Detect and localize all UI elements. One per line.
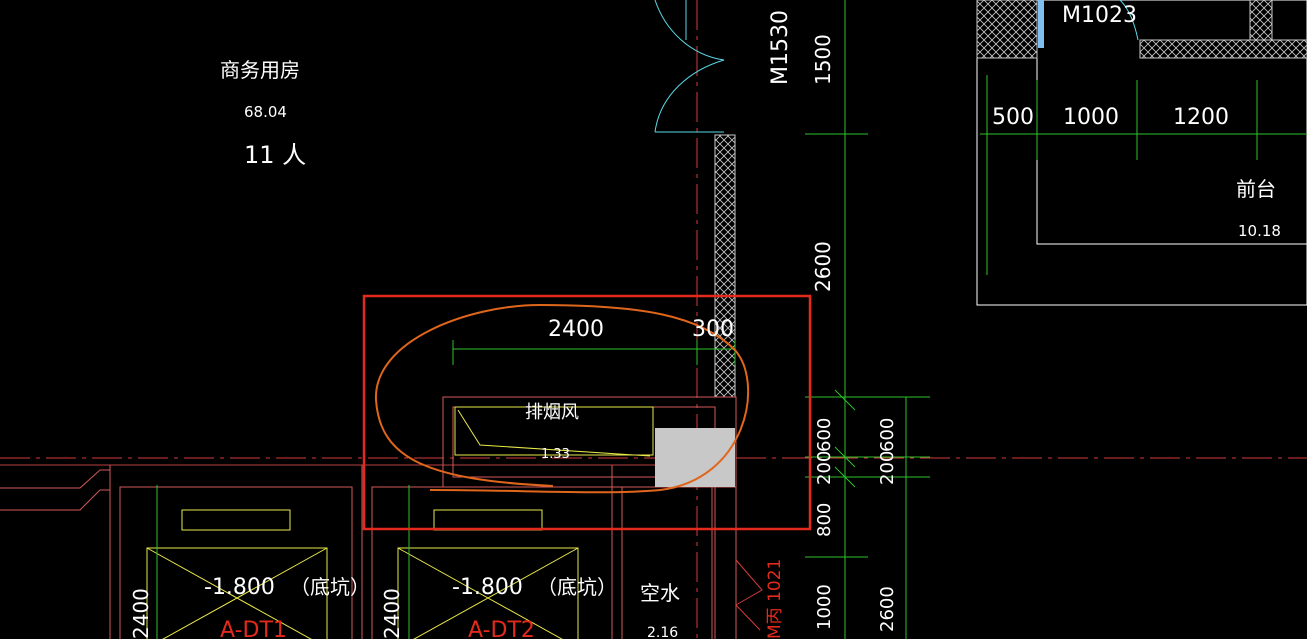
pit1-note: （底坑） xyxy=(290,575,370,599)
room-small-area: 2.16 xyxy=(647,625,678,639)
room-business-people: 11 人 xyxy=(244,141,306,169)
highlight-ellipse xyxy=(374,303,750,494)
shaft-yellow xyxy=(454,406,654,457)
dim-col2-2600: 2600 xyxy=(877,586,898,632)
shaft-gray-column xyxy=(655,428,735,487)
room-front-area: 10.18 xyxy=(1238,222,1281,240)
pit2-dim: 2400 xyxy=(380,588,404,639)
door-label-bottom: M丙 1021 xyxy=(765,559,785,639)
pit2-level: -1.800 xyxy=(452,575,523,600)
dim-col1-800: 800 xyxy=(814,503,835,537)
shaft-dim-300: 300 xyxy=(692,317,734,342)
pit1-tag: A-DT1 xyxy=(220,618,287,639)
dim-col1-600: 600 xyxy=(814,418,835,452)
dim-col2-600: 600 xyxy=(877,418,898,452)
right-dims xyxy=(805,0,930,639)
pit1-dim: 2400 xyxy=(129,588,153,639)
front-room-outline xyxy=(976,0,1307,306)
door-label-m1023: M1023 xyxy=(1062,3,1137,28)
shaft-dims xyxy=(452,340,736,365)
door-swing-m1530 xyxy=(654,0,725,133)
dim-col1-200: 200 xyxy=(814,451,835,485)
room-business-area: 68.04 xyxy=(244,103,287,121)
shaft-dim-2400: 2400 xyxy=(548,317,604,342)
shaft-name: 排烟风 xyxy=(525,402,579,423)
dim-col2-200: 200 xyxy=(877,451,898,485)
room-business-name: 商务用房 xyxy=(220,58,300,82)
pit2-note: （底坑） xyxy=(537,575,617,599)
room-small-name: 空水 xyxy=(640,581,680,605)
front-room-hatch xyxy=(976,0,1307,59)
top-dims-line xyxy=(980,75,1307,275)
door-bottom xyxy=(735,559,763,631)
highlight-box xyxy=(362,294,812,531)
door-label-m1530: M1530 xyxy=(768,10,793,85)
dim-col1-1000: 1000 xyxy=(814,584,835,630)
pit1-level: -1.800 xyxy=(204,575,275,600)
top-dim-1000: 1000 xyxy=(1063,105,1119,130)
pit-dim-lines xyxy=(156,485,410,639)
room-front-name: 前台 xyxy=(1236,177,1276,201)
door-swing-m1023 xyxy=(1119,0,1139,41)
top-dim-500: 500 xyxy=(992,105,1034,130)
top-dim-1200: 1200 xyxy=(1173,105,1229,130)
dim-1500: 1500 xyxy=(811,34,835,85)
hatched-wall xyxy=(714,134,736,398)
dim-2600-upper: 2600 xyxy=(811,241,835,292)
shaft-value: 1.33 xyxy=(541,447,570,462)
pit2-tag: A-DT2 xyxy=(468,618,535,639)
front-room-inner xyxy=(1036,58,1307,245)
